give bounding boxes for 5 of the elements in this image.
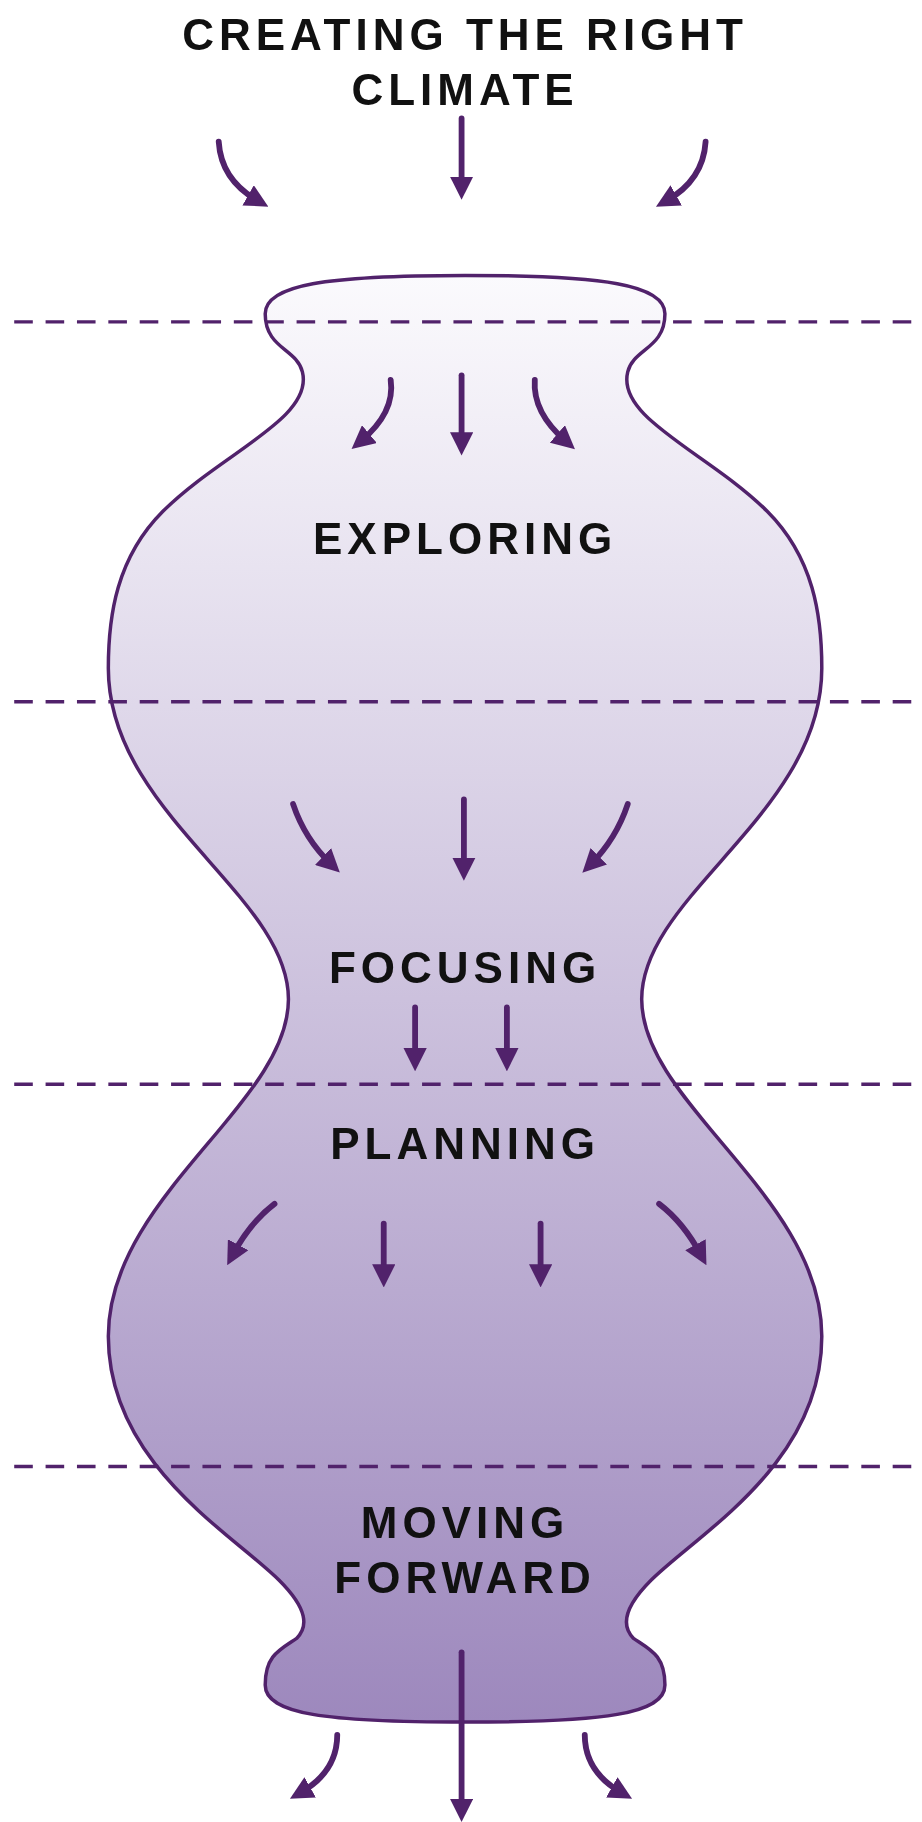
stage-label: EXPLORING — [312, 512, 619, 565]
stage-label: FOCUSING — [327, 941, 603, 994]
stage-label: MOVING FORWARD — [333, 1496, 597, 1604]
stage-label: PLANNING — [329, 1117, 601, 1170]
title: CREATING THE RIGHT CLIMATE — [181, 8, 749, 116]
